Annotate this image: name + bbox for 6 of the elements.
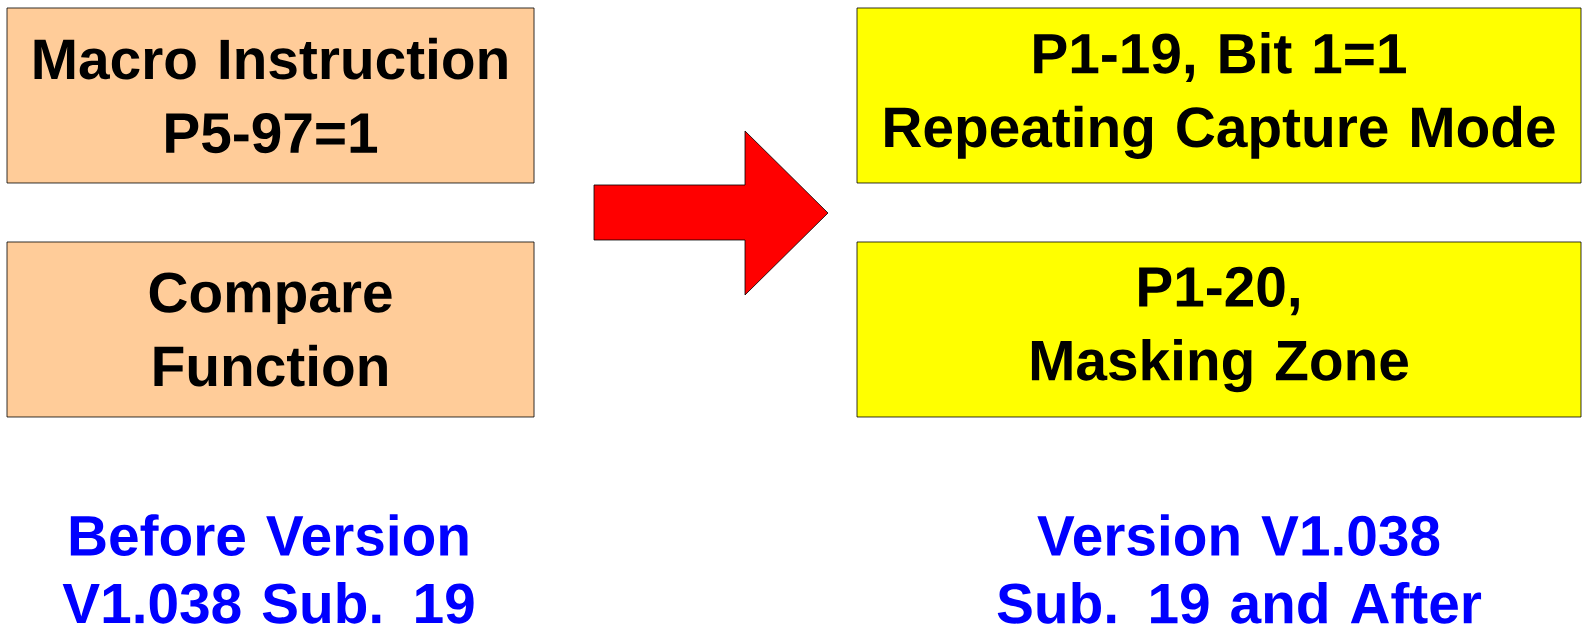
process-box: P1-19, Bit 1=1 Repeating Capture Mode	[856, 7, 1582, 184]
process-box: P1-20, Masking Zone	[856, 241, 1582, 418]
caption-text: Version V1.038 Sub. 19 and After	[997, 514, 1482, 624]
process-box: Compare Function	[6, 241, 535, 418]
caption-text: Before Version V1.038 Sub. 19	[62, 514, 474, 624]
process-box: Macro Instruction P5-97=1	[6, 7, 535, 184]
